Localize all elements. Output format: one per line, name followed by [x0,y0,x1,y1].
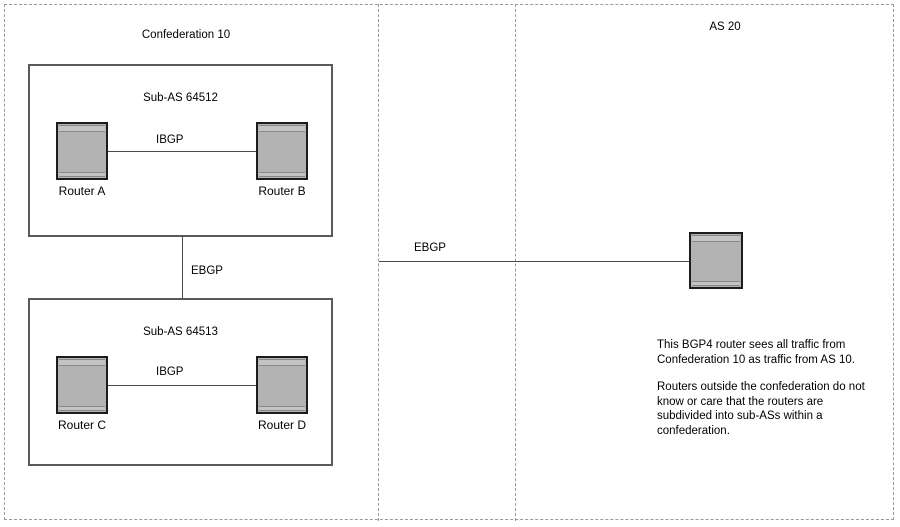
region-title-as20: AS 20 [709,21,741,33]
router-label-c: Router C [57,418,107,432]
subas-label-64512: Sub-AS 64512 [143,92,218,104]
link-label-ebgp-external: EBGP [414,242,446,254]
router-label-d: Router D [257,418,307,432]
router-top-strip-icon [59,359,105,366]
link-line-ebgp-external [379,261,690,262]
router-top-strip-icon [692,235,740,242]
link-line-ebgp-confederation [182,236,183,298]
region-divider-right [515,4,516,521]
router-bottom-strip-icon [259,406,305,411]
router-icon-b[interactable]: Router B [256,122,308,198]
subas-container-64513: Sub-AS 64513 [28,298,333,466]
router-bottom-strip-icon [59,406,105,411]
link-line-ibgp-cd [108,385,256,386]
annotation-paragraph-1: This BGP4 router sees all traffic from C… [657,339,855,366]
link-label-ibgp-cd: IBGP [156,366,184,378]
link-line-ibgp-ab [108,151,256,152]
router-icon-as20[interactable] [689,232,743,289]
router-label-b: Router B [258,184,306,198]
annotation-note: This BGP4 router sees all traffic from C… [657,338,877,438]
router-bottom-strip-icon [59,172,105,177]
router-label-a: Router A [58,184,106,198]
router-top-strip-icon [59,125,105,132]
router-icon-a[interactable]: Router A [56,122,108,198]
router-icon-d[interactable]: Router D [256,356,308,432]
router-top-strip-icon [259,359,305,366]
router-top-strip-icon [259,125,305,132]
router-bottom-strip-icon [692,281,740,286]
router-bottom-strip-icon [259,172,305,177]
subas-container-64512: Sub-AS 64512 [28,64,333,237]
link-label-ibgp-ab: IBGP [156,134,184,146]
annotation-paragraph-2: Routers outside the confederation do not… [657,381,865,437]
router-icon-c[interactable]: Router C [56,356,108,432]
region-title-confederation: Confederation 10 [141,29,231,41]
subas-label-64513: Sub-AS 64513 [143,326,218,338]
region-divider-left [378,4,379,521]
link-label-ebgp-confederation: EBGP [191,265,223,277]
